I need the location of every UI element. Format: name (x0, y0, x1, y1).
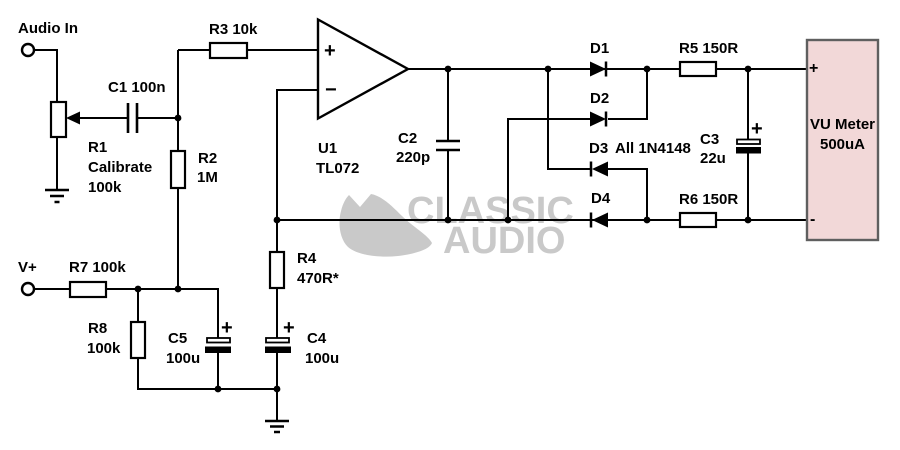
label-r1-function: Calibrate (88, 159, 153, 176)
label-r2-value: 1M (197, 169, 218, 186)
c4-polarity-plus-sign: + (283, 317, 295, 339)
c4-capacitor-plus-plate (265, 337, 290, 344)
watermark-brand-bottom: AUDIO (443, 220, 566, 262)
wire-audio-in (34, 49, 58, 190)
label-c5-ref: C5 (168, 330, 188, 347)
c5-polarity-plus-sign: + (221, 317, 233, 339)
d4-diode (589, 212, 608, 228)
label-r6: R6 150R (679, 191, 739, 208)
vu-meter-label: VU Meter 500uA (807, 115, 878, 155)
wire-d2-branch (507, 69, 648, 220)
label-r4-value: 470R* (297, 270, 339, 287)
c3-capacitor-minus-plate (736, 147, 761, 154)
watermark-brand-top: CLASSIC (407, 190, 574, 232)
d1-diode (590, 61, 608, 77)
label-c4-value: 100u (305, 350, 340, 367)
c3-polarity-plus-sign: + (751, 118, 763, 140)
opamp-plus-input-sign: + (324, 40, 336, 62)
label-audio-in: Audio In (18, 20, 78, 37)
label-d4: D4 (591, 190, 611, 207)
audio-in-terminal (20, 42, 36, 58)
c5-capacitor-minus-plate (205, 346, 231, 353)
label-d1: D1 (590, 40, 610, 57)
label-r1-value: 100k (88, 179, 122, 196)
label-r8-ref: R8 (88, 320, 108, 337)
label-c3-value: 22u (700, 150, 726, 167)
label-diode-note: All 1N4148 (615, 140, 691, 157)
wire-vplus-rail (35, 288, 219, 389)
label-c1: C1 100n (108, 79, 166, 96)
label-r1-ref: R1 (88, 139, 108, 156)
label-r4-ref: R4 (297, 250, 317, 267)
label-c5-value: 100u (166, 350, 201, 367)
r7-resistor (68, 280, 108, 299)
opamp-minus-input-sign: − (325, 79, 337, 101)
label-c2-ref: C2 (398, 130, 418, 147)
d2-diode (590, 111, 608, 127)
c4-capacitor-minus-plate (265, 346, 291, 353)
r6-resistor (678, 211, 718, 229)
label-v-plus: V+ (18, 259, 37, 276)
u1-opamp-triangle (316, 17, 411, 121)
r8-resistor (129, 320, 147, 360)
label-r8-value: 100k (87, 340, 121, 357)
ground-symbol-supply (265, 419, 289, 434)
vu-meter-rating: 500uA (819, 136, 866, 153)
vu-meter-box (805, 38, 880, 242)
vu-meter-name: VU Meter (809, 116, 876, 133)
wire-d3-branch (547, 69, 648, 220)
label-c3-ref: C3 (700, 131, 720, 148)
watermark-logo-icon (339, 194, 432, 257)
label-d3: D3 (589, 140, 609, 157)
c3-capacitor-plus-plate (736, 138, 761, 145)
r2-resistor (169, 149, 187, 190)
vu-meter-minus-terminal-sign: - (810, 211, 816, 228)
r1-wiper-arrow-icon (66, 111, 80, 125)
r3-resistor (208, 41, 249, 60)
label-r3: R3 10k (209, 21, 258, 38)
r4-resistor (268, 250, 286, 290)
c1-capacitor (126, 103, 139, 133)
label-c4-ref: C4 (307, 330, 327, 347)
label-r7: R7 100k (69, 259, 126, 276)
label-u1-ref: U1 (318, 140, 338, 157)
r5-resistor (678, 60, 718, 78)
c2-capacitor (436, 139, 460, 152)
vu-meter-plus-terminal-sign: + (809, 60, 819, 77)
junction-dots (134, 65, 752, 393)
c5-capacitor-plus-plate (206, 337, 231, 344)
label-c2-value: 220p (396, 149, 431, 166)
v-plus-terminal (20, 281, 36, 297)
r1-potentiometer (49, 100, 68, 139)
ground-symbol-input (45, 188, 69, 204)
label-d2: D2 (590, 90, 610, 107)
label-r5: R5 150R (679, 40, 739, 57)
d3-diode (589, 161, 608, 177)
label-r2-ref: R2 (198, 150, 218, 167)
label-u1-part: TL072 (316, 160, 360, 177)
